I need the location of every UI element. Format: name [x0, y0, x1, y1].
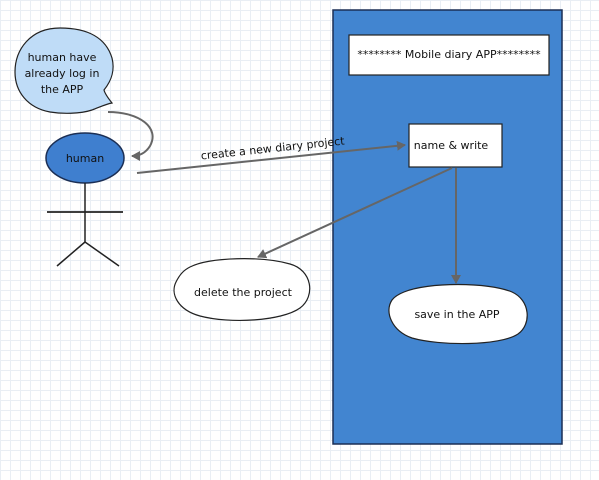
name-write-node — [408, 123, 503, 168]
save-in-app-label: save in the APP — [414, 308, 499, 321]
actor-name: human — [66, 152, 104, 165]
bubble-connector-arrow — [107, 111, 154, 161]
actor-right-leg — [84, 241, 120, 267]
create-project-arrow — [136, 140, 406, 174]
delete-arrow — [257, 167, 453, 259]
thought-line-1: human have — [28, 51, 97, 64]
name-write-label: name & write — [414, 139, 489, 152]
system-boundary — [332, 9, 563, 445]
system-title: ******** Mobile diary APP******** — [357, 48, 541, 61]
thought-bubble — [14, 27, 114, 114]
actor-left-leg — [56, 241, 86, 267]
thought-line-2: already log in — [25, 67, 100, 80]
thought-line-3: the APP — [41, 83, 84, 96]
delete-project-node — [173, 258, 311, 322]
system-title-box — [348, 34, 550, 76]
delete-project-label: delete the project — [194, 286, 293, 299]
save-in-app-node — [388, 283, 528, 345]
